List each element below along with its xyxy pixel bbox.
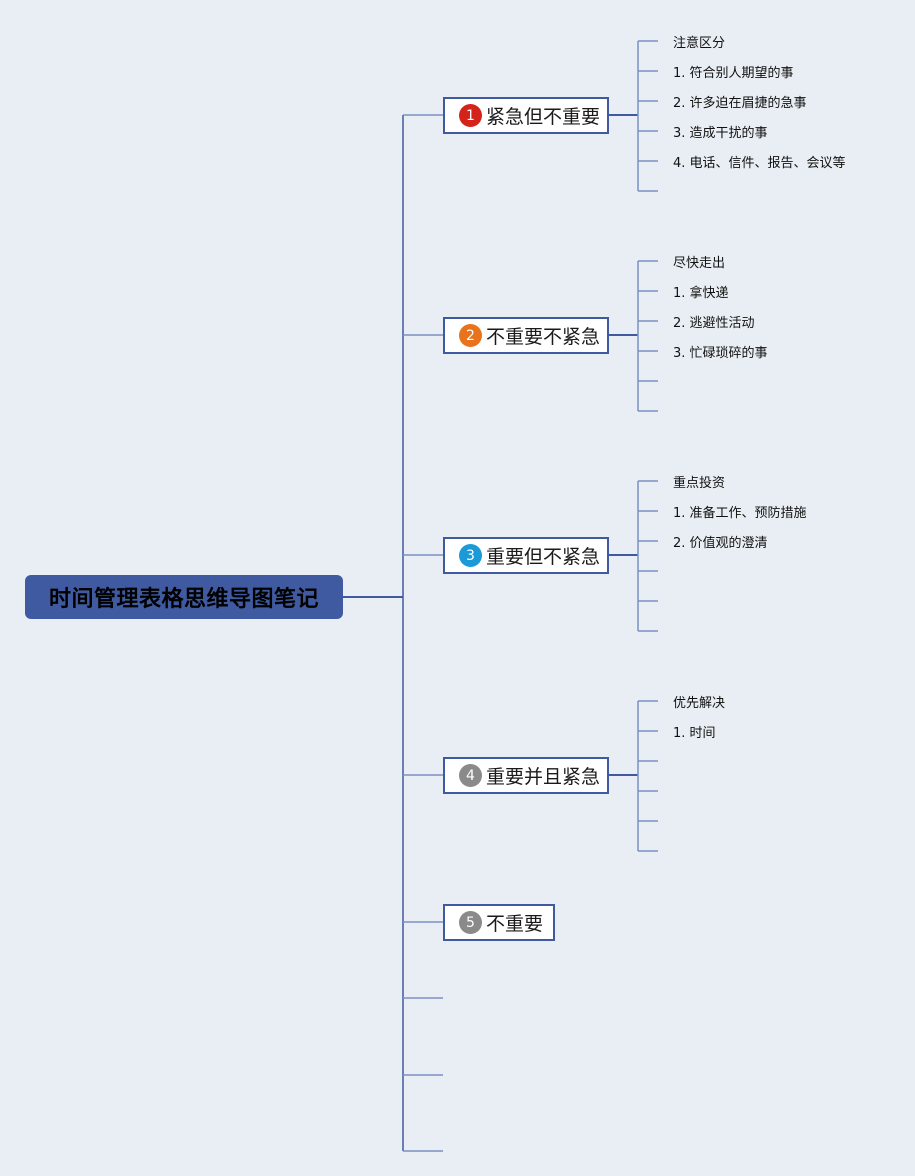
branch-label: 重要并且紧急 [486, 766, 601, 788]
branch-label: 重要但不紧急 [486, 546, 601, 568]
leaf-item[interactable]: 4. 电话、信件、报告、会议等 [673, 156, 846, 171]
leaf-heading[interactable]: 重点投资 [673, 476, 726, 491]
leaf-item[interactable]: 1. 时间 [673, 726, 716, 741]
leaf-heading[interactable]: 优先解决 [673, 696, 726, 711]
leaf-item[interactable]: 1. 符合别人期望的事 [673, 66, 794, 81]
branch-label: 紧急但不重要 [486, 106, 601, 128]
leaf-item[interactable]: 3. 造成干扰的事 [673, 126, 768, 141]
number-badge-icon: 1 [459, 104, 482, 127]
number-badge-icon: 5 [459, 911, 482, 934]
leaf-item[interactable]: 3. 忙碌琐碎的事 [673, 346, 768, 361]
branch-label: 不重要 [486, 913, 544, 935]
number-badge-icon: 4 [459, 764, 482, 787]
root-topic[interactable]: 时间管理表格思维导图笔记 [25, 575, 343, 619]
leaf-heading[interactable]: 尽快走出 [673, 256, 726, 271]
leaf-item[interactable]: 2. 价值观的澄清 [673, 536, 768, 551]
number-badge-icon: 3 [459, 544, 482, 567]
branch-label: 不重要不紧急 [486, 326, 601, 348]
leaf-item[interactable]: 1. 拿快递 [673, 286, 729, 301]
leaf-item[interactable]: 2. 逃避性活动 [673, 316, 755, 331]
leaf-heading[interactable]: 注意区分 [673, 36, 726, 51]
root-title: 时间管理表格思维导图笔记 [48, 587, 319, 612]
number-badge-icon: 2 [459, 324, 482, 347]
leaf-item[interactable]: 1. 准备工作、预防措施 [673, 506, 807, 521]
leaf-item[interactable]: 2. 许多迫在眉捷的急事 [673, 96, 807, 111]
